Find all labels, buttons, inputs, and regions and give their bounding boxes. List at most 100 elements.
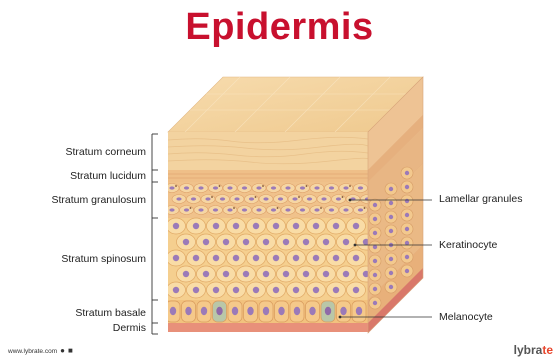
basal-nucleus (340, 307, 346, 315)
keratinocyte-nucleus (353, 223, 359, 229)
keratinocyte-nucleus (243, 239, 249, 245)
side-nucleus (373, 287, 377, 291)
keratinocyte-nucleus (293, 287, 299, 293)
keratinocyte-nucleus (233, 255, 239, 261)
granulosum-nucleus (220, 197, 225, 200)
granulosum-nucleus (285, 208, 290, 211)
granulosum-nucleus (205, 197, 210, 200)
keratinocyte-nucleus (273, 255, 279, 261)
keratinocyte-nucleus (273, 223, 279, 229)
lamellar-granule (298, 196, 300, 198)
label-stratum-lucidum: Stratum lucidum (70, 170, 146, 182)
label-keratinocyte: Keratinocyte (439, 239, 497, 251)
side-nucleus (405, 171, 409, 175)
keratinocyte-nucleus (343, 239, 349, 245)
brand-main: lybra (514, 343, 543, 357)
keratinocyte-nucleus (203, 239, 209, 245)
stratum-lucidum-front (168, 170, 368, 182)
granulosum-nucleus (278, 197, 283, 200)
granulosum-nucleus (184, 186, 189, 189)
keratinocyte-nucleus (173, 287, 179, 293)
lamellar-granule (342, 196, 344, 198)
granulosum-nucleus (213, 208, 218, 211)
granulosum-nucleus (213, 186, 218, 189)
label-dermis: Dermis (113, 322, 146, 334)
granulosum-nucleus (169, 186, 174, 189)
keratinocyte-nucleus (183, 271, 189, 277)
side-nucleus (405, 241, 409, 245)
granulosum-nucleus (176, 197, 181, 200)
granulosum-nucleus (234, 197, 239, 200)
keratinocyte-nucleus (303, 239, 309, 245)
keratinocyte-nucleus (343, 271, 349, 277)
brand-logo: lybrate (514, 343, 553, 357)
basal-nucleus (325, 307, 331, 315)
keratinocyte-nucleus (313, 223, 319, 229)
basal-nucleus (185, 307, 191, 315)
granulosum-nucleus (300, 186, 305, 189)
keratinocyte-nucleus (283, 239, 289, 245)
side-nucleus (373, 259, 377, 263)
keratinocyte-nucleus (183, 239, 189, 245)
side-nucleus (405, 185, 409, 189)
granulosum-nucleus (263, 197, 268, 200)
label-stratum-spinosum: Stratum spinosum (61, 253, 146, 265)
granulosum-nucleus (285, 186, 290, 189)
side-nucleus (389, 271, 393, 275)
granulosum-nucleus (184, 208, 189, 211)
side-nucleus (373, 245, 377, 249)
granulosum-nucleus (343, 186, 348, 189)
keratinocyte-nucleus (293, 223, 299, 229)
basal-nucleus (232, 307, 238, 315)
footer-site-url: www.lybrate.com (8, 348, 57, 355)
label-stratum-basale: Stratum basale (75, 307, 146, 319)
keratinocyte-nucleus (253, 287, 259, 293)
keratinocyte-nucleus (173, 255, 179, 261)
basal-nucleus (247, 307, 253, 315)
lamellar-granule (364, 207, 366, 209)
granulosum-nucleus (271, 186, 276, 189)
lamellar-granule (233, 207, 235, 209)
granulosum-nucleus (300, 208, 305, 211)
keratinocyte-nucleus (253, 223, 259, 229)
keratinocyte-nucleus (313, 255, 319, 261)
lamellar-granule (349, 185, 351, 187)
label-stratum-corneum: Stratum corneum (65, 146, 146, 158)
side-nucleus (389, 215, 393, 219)
side-nucleus (373, 273, 377, 277)
keratinocyte-nucleus (293, 255, 299, 261)
granulosum-nucleus (329, 208, 334, 211)
basal-nucleus (356, 307, 362, 315)
granulosum-nucleus (256, 186, 261, 189)
keratinocyte-nucleus (223, 271, 229, 277)
keratinocyte-nucleus (193, 255, 199, 261)
side-nucleus (373, 203, 377, 207)
side-nucleus (389, 257, 393, 261)
keratinocyte-nucleus (253, 255, 259, 261)
lamellar-granule (175, 185, 177, 187)
side-nucleus (405, 199, 409, 203)
keratinocyte-nucleus (213, 255, 219, 261)
granulosum-nucleus (314, 208, 319, 211)
lamellar-granule (255, 196, 257, 198)
keratinocyte-nucleus (213, 287, 219, 293)
granulosum-nucleus (321, 197, 326, 200)
label-stratum-granulosum: Stratum granulosum (51, 194, 146, 206)
keratinocyte-nucleus (333, 223, 339, 229)
keratinocyte-nucleus (303, 271, 309, 277)
side-nucleus (389, 229, 393, 233)
basal-nucleus (309, 307, 315, 315)
granulosum-nucleus (227, 208, 232, 211)
basal-nucleus (263, 307, 269, 315)
lamellar-granule (262, 185, 264, 187)
keratinocyte-nucleus (283, 271, 289, 277)
lamellar-granule (306, 185, 308, 187)
footer-site: www.lybrate.com ● ■ (8, 347, 73, 355)
apple-icon: ■ (68, 347, 73, 355)
keratinocyte-nucleus (233, 287, 239, 293)
keratinocyte-nucleus (263, 239, 269, 245)
granulosum-nucleus (336, 197, 341, 200)
side-nucleus (389, 201, 393, 205)
side-nucleus (373, 217, 377, 221)
keratinocyte-nucleus (243, 271, 249, 277)
